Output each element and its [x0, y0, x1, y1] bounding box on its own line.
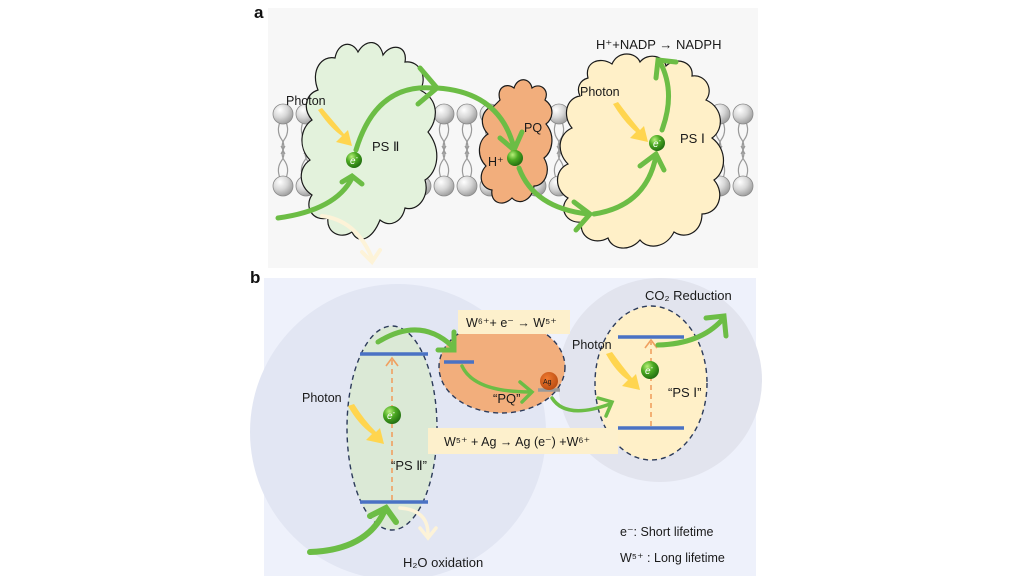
lipid-tail — [438, 145, 450, 179]
electron-arrow-out — [657, 59, 672, 133]
lipid-head — [433, 103, 455, 125]
panel-a-label: a — [254, 3, 264, 22]
ps1-label-b: “PS Ⅰ” — [668, 385, 701, 400]
h2o-oxidation-label: H₂O oxidation — [403, 555, 483, 570]
electron-arrowhead-pq — [497, 129, 525, 155]
electron-arrowhead-ps1 — [637, 150, 667, 173]
electron-arrow-from-pq — [516, 165, 591, 217]
lipid-tail — [737, 145, 749, 179]
electron-arrow-up — [353, 85, 435, 153]
reaction-top-box — [458, 310, 570, 334]
pq-label: PQ — [524, 121, 542, 135]
reaction-bottom-label: W⁵⁺ + Ag → Ag (e⁻) +W⁶⁺ — [444, 435, 590, 449]
arrow-water-to-ps2 — [307, 509, 387, 555]
ps2-label-b: “PS Ⅱ” — [391, 458, 427, 473]
electron-arrowhead-out — [653, 57, 679, 81]
water-arrowhead-a — [360, 248, 382, 266]
electron-arrow-to-ps1 — [591, 153, 659, 217]
photon-label-ps2: Photon — [286, 94, 326, 108]
electron-ps1-label: e- — [653, 138, 662, 150]
electron-arrowhead-mid — [571, 199, 594, 233]
water-oxidation-arrowhead — [418, 526, 438, 541]
lipid-head — [456, 103, 478, 125]
co2-reduction-label: CO₂ Reduction — [645, 288, 732, 303]
electron-ps2 — [346, 152, 362, 168]
arrowhead-water-to-ps2 — [367, 504, 399, 525]
electron-arrow-to-pq — [434, 85, 517, 151]
panel-a: a e- — [254, 3, 758, 268]
photon-arrow-ps1 — [613, 102, 648, 142]
electron-ps2-b — [383, 406, 401, 424]
arrowhead-ps2-to-pq — [435, 329, 457, 353]
lipid-head — [433, 175, 455, 197]
reaction-bottom-box — [428, 428, 618, 454]
arrowhead-pq-to-ag — [518, 380, 535, 404]
electron-ps1-b-label: e- — [645, 365, 654, 377]
pq-label-b: “PQ” — [493, 391, 520, 406]
ag-label: Ag — [543, 379, 552, 386]
water-arrow-a — [320, 214, 374, 260]
ps1-protein-cloud — [556, 53, 725, 249]
electron-pq — [507, 150, 523, 166]
lipid-tail — [277, 145, 289, 179]
excitation-arrows — [391, 342, 652, 500]
pq-ellipse — [438, 320, 566, 414]
water-oxidation-arrow — [398, 506, 430, 536]
electron-path-a — [275, 57, 679, 233]
arrow-ps2-to-pq — [375, 327, 455, 349]
panel-b-label: b — [250, 268, 260, 287]
electron-ps1 — [649, 135, 665, 151]
panel-b: b Ag e- — [250, 268, 762, 576]
ps1-label: PS Ⅰ — [680, 131, 705, 146]
legend-long-lifetime: W⁵⁺ : Long lifetime — [620, 551, 725, 565]
reaction-top-label: W⁶⁺+ e⁻ → W⁵⁺ — [466, 316, 557, 330]
arrowhead-ps1-to-co2 — [703, 313, 729, 339]
electron-ps2-label: e- — [350, 155, 359, 167]
lipid-head — [732, 103, 754, 125]
lipid-head — [272, 103, 294, 125]
photon-label-ps2-b: Photon — [302, 391, 342, 405]
h-plus-label: H⁺ — [488, 155, 504, 169]
electron-path-b — [307, 313, 729, 555]
photon-label-ps1-b: Photon — [572, 338, 612, 352]
electron-arrowhead-in — [339, 172, 365, 187]
electron-ps2-b-label: e- — [387, 410, 396, 422]
arrow-ag-to-ps1 — [550, 396, 612, 413]
arrow-ps1-to-co2 — [655, 317, 725, 348]
arrow-pq-to-ag — [460, 364, 532, 394]
ps2-label: PS Ⅱ — [372, 139, 399, 154]
lipid-tail — [461, 145, 473, 179]
legend-short-lifetime: e⁻: Short lifetime — [620, 525, 713, 539]
photon-arrow-ps1-b — [606, 352, 640, 390]
arrowhead-ag-to-ps1 — [596, 396, 615, 418]
energy-levels — [360, 335, 684, 504]
ag-nanoparticle — [540, 372, 558, 390]
photon-arrow-ps2-b — [348, 404, 384, 444]
photon-arrow-ps2 — [318, 108, 352, 146]
lipid-head — [272, 175, 294, 197]
photon-label-ps1: Photon — [580, 85, 620, 99]
lipid-head — [456, 175, 478, 197]
nadph-reaction-label: H⁺+NADP → NADPH — [596, 37, 721, 52]
ps1-excitation-arrowhead — [644, 338, 658, 349]
ps2-excitation-arrowhead — [385, 356, 399, 367]
electron-arrow-in — [275, 175, 355, 221]
electron-ps1-b — [641, 361, 659, 379]
lipid-head — [732, 175, 754, 197]
